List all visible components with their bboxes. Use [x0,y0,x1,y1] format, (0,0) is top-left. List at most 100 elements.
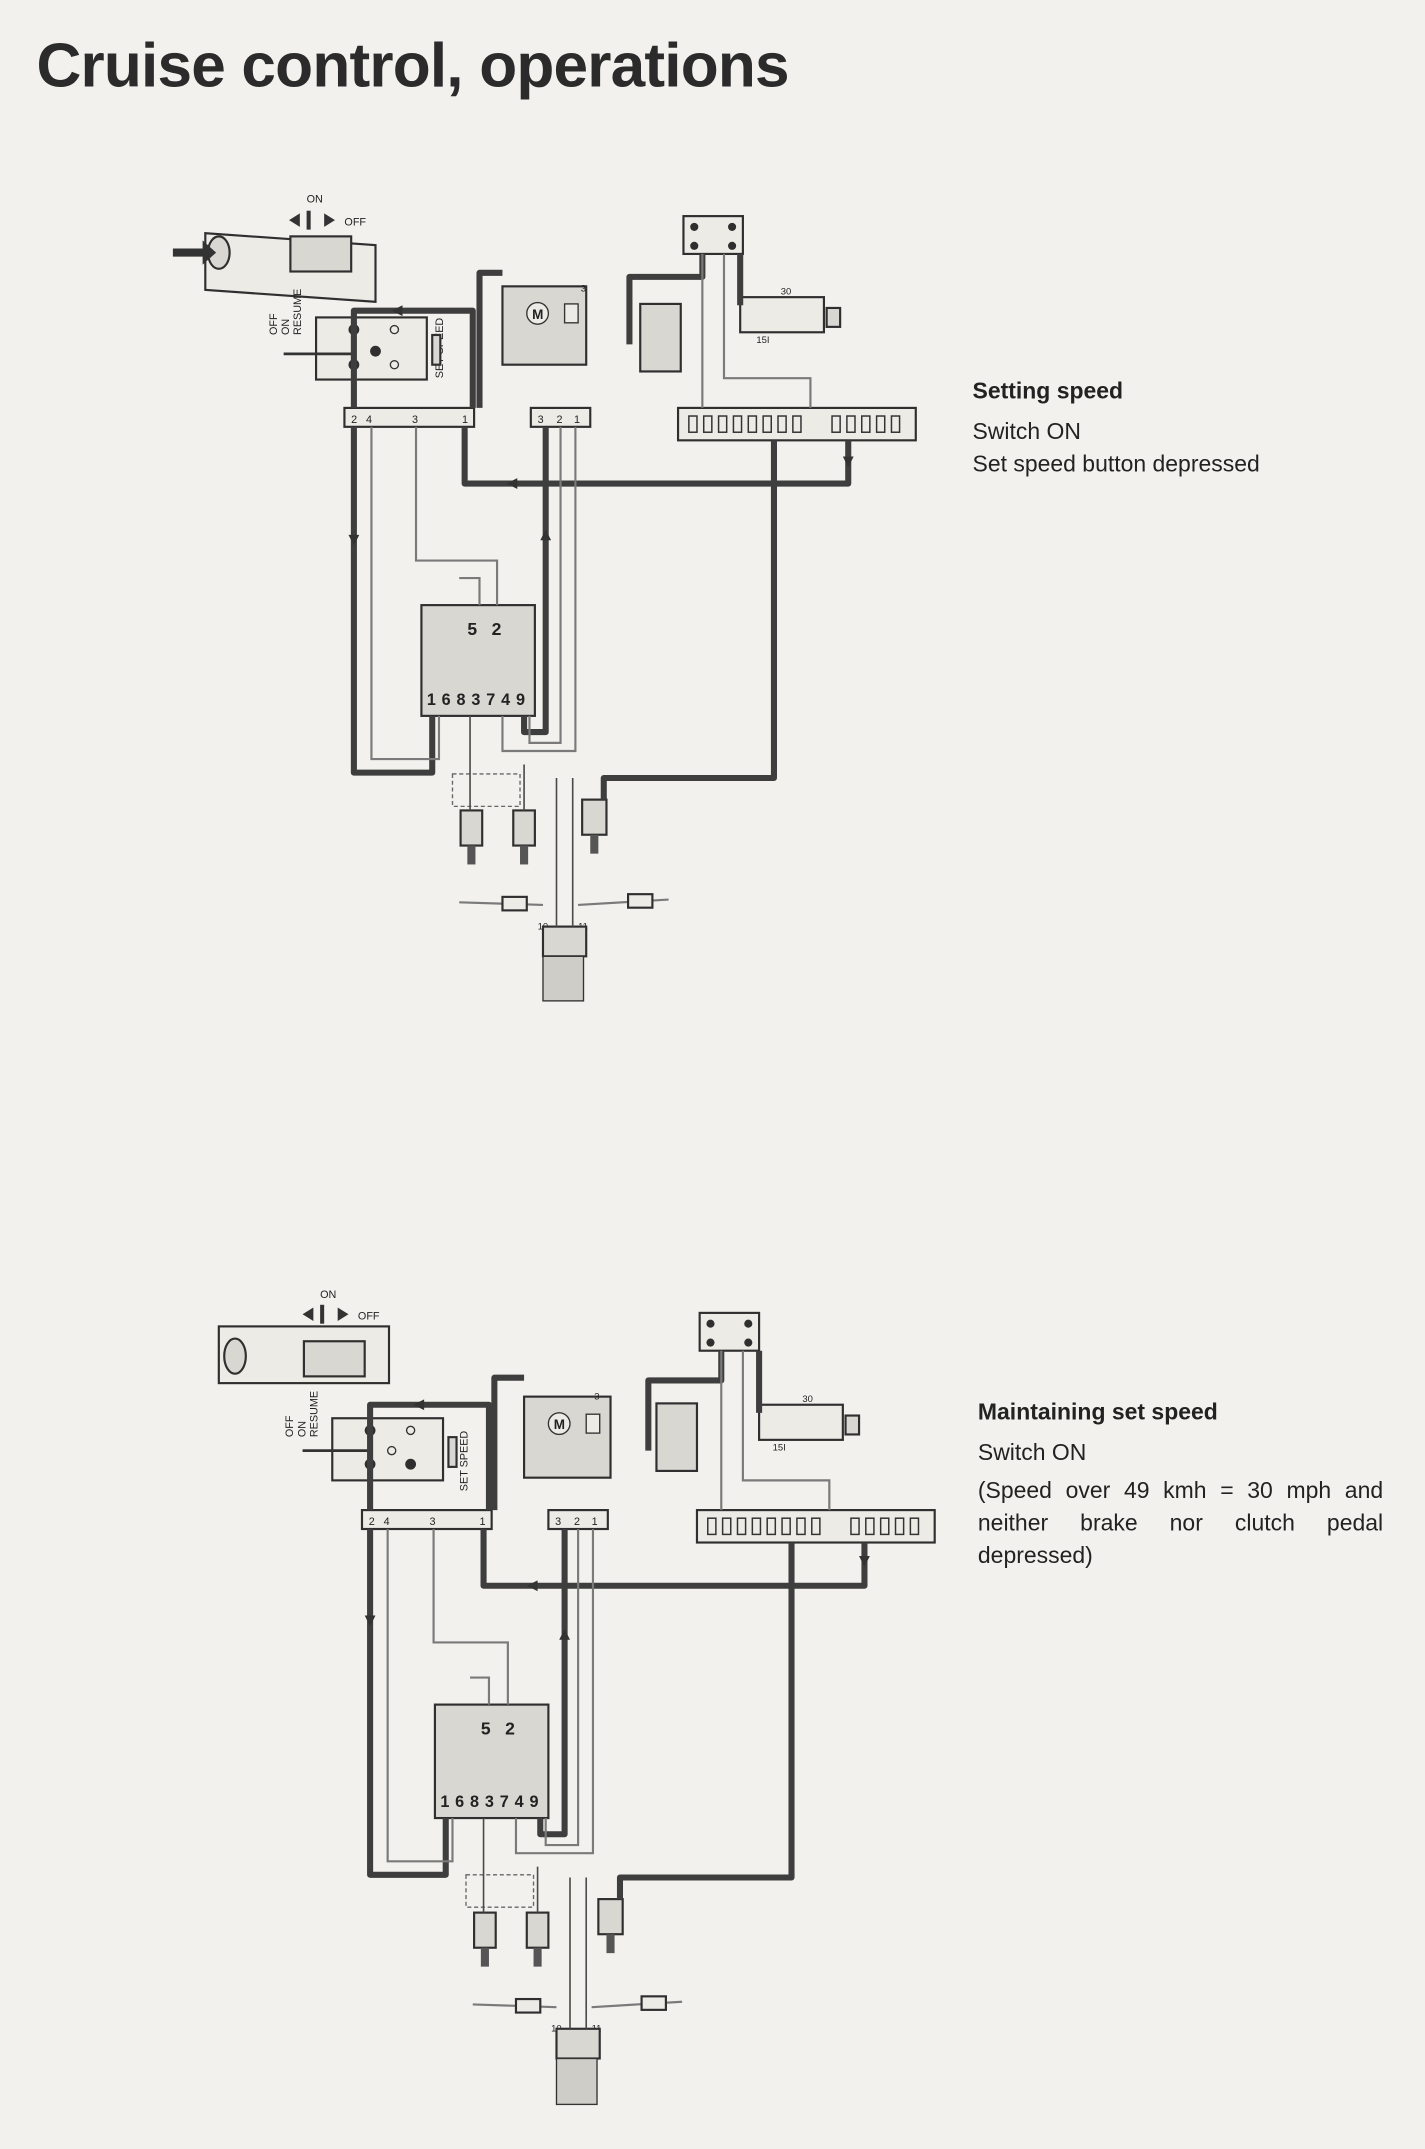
flow-arrow-icon [506,478,518,489]
switch-off-label: OFF [284,1415,296,1437]
connector-mid-pin: 1 [592,1516,598,1528]
wiring-diagram-svg: ON OFF OFF ON RESUME SET SPEED M [217,1289,936,2106]
arrow-right-icon [337,1307,349,1321]
pedal-switches [465,1874,624,1967]
relay-unit: 30 15I [655,1311,861,1473]
arrow-left-icon [302,1307,314,1321]
arrows [348,305,854,546]
caption-line: Set speed button depressed [972,451,1260,477]
caption-line: Switch ON [977,1439,1087,1466]
connector-mid-pin: 1 [574,414,580,426]
wiring-diagram-maintaining-speed: ON OFF OFF ON RESUME SET SPEED M [14,1275,1041,2139]
relay-pin-30: 30 [802,1394,813,1405]
control-unit-bottom-pin: 8 [457,691,466,709]
caption-heading: Setting speed [972,378,1124,404]
control-unit-bottom-pin: 4 [501,691,510,709]
control-unit-bottom-pin: 9 [529,1793,538,1811]
flow-arrow-icon [540,529,552,541]
switch-off-label: OFF [268,313,280,335]
vacuum-pump: M 3 [501,284,588,366]
connector-left: 2 4 3 1 [360,1509,493,1531]
relay-pin-30: 30 [781,286,792,297]
wiring [350,253,852,927]
speed-sensor: 10 11 [459,893,669,1002]
lever-off-label: OFF [344,217,366,229]
flow-arrow-icon [364,1615,376,1627]
relay-unit: 30 15I [639,215,842,373]
stalk-switch: ON OFF [217,1289,391,1385]
vacuum-pump: M 3 [522,1391,612,1479]
control-unit-bottom-pin: 6 [442,691,451,709]
stalk-switch: ON OFF [172,194,377,303]
fuse-box [695,1509,936,1544]
connector-left-pin: 3 [430,1516,436,1528]
caption-setting-speed: Setting speed Switch ON Set speed button… [973,375,1260,480]
flow-arrow-icon [348,534,360,546]
arrows [364,1399,870,1640]
control-unit: 5 2 1 6 8 3 7 4 9 [433,1703,550,1820]
caption-line: Switch ON [972,418,1081,445]
relay-pin-15: 15I [773,1443,786,1454]
connector-left-pin: 3 [412,414,418,426]
arrow-left-icon [289,213,300,227]
connector-mid: 3 2 1 [529,406,592,428]
push-arrow-icon [172,240,217,265]
set-speed-label: SET SPEED [458,1431,470,1492]
wiring [367,1350,868,2029]
control-unit-bottom-pin: 7 [500,1793,509,1811]
connector-left-pin: 1 [462,414,468,426]
flow-arrow-icon [842,456,854,468]
fuse-box [676,406,917,442]
wiring-diagram-svg: ON OFF OFF ON RESUME SET SPEED M [172,194,917,1002]
caption-maintaining-speed: Maintaining set speed Switch ON (Speed o… [978,1397,1383,1573]
arrow-right-icon [324,213,335,227]
control-unit-top-pin: 5 [481,1718,491,1738]
switch-resume-label: RESUME [308,1391,320,1437]
caption-heading: Maintaining set speed [977,1399,1218,1425]
switch-on-label: ON [280,319,292,335]
lever-off-label: OFF [358,1311,380,1323]
control-unit-bottom-pin: 9 [516,691,525,709]
control-unit-bottom-pin: 3 [471,691,480,709]
connector-mid-pin: 3 [538,414,544,426]
flow-arrow-icon [859,1556,870,1567]
control-unit-bottom-pin: 3 [485,1793,494,1811]
flow-arrow-icon [526,1580,538,1592]
caption-note: (Speed over 49 kmh = 30 mph and neither … [977,1477,1384,1569]
connector-left-pin: 4 [384,1516,390,1528]
svg-text:3: 3 [594,1391,599,1402]
control-unit-bottom-pin: 1 [427,691,436,709]
control-unit-bottom-pin: 6 [455,1793,464,1811]
mode-switch: OFF ON RESUME SET SPEED [268,289,446,381]
switch-resume-label: RESUME [292,289,304,335]
control-unit-bottom-pin: 1 [440,1793,449,1811]
connector-mid: 3 2 1 [547,1509,609,1531]
connector-left: 2 4 3 1 [343,406,476,428]
connector-mid-pin: 2 [574,1516,580,1528]
svg-text:M: M [532,307,543,322]
page-title: Cruise control, operations [36,29,789,100]
connector-left-pin: 1 [480,1516,486,1528]
svg-text:M: M [554,1417,565,1432]
connector-mid-pin: 2 [556,414,562,426]
control-unit-top-pin: 2 [505,1718,515,1738]
relay-pin-15: 15I [756,335,769,346]
speed-sensor: 10 11 [472,1995,683,2106]
flow-arrow-icon [413,1399,425,1411]
pedal-switches [451,773,608,865]
svg-text:3: 3 [581,284,586,295]
connector-mid-pin: 3 [555,1516,561,1528]
control-unit-bottom-pin: 4 [515,1793,524,1811]
control-unit-bottom-pin: 7 [486,691,495,709]
control-unit-bottom-pin: 8 [470,1793,479,1811]
lever-on-label: ON [307,194,323,206]
lever-on-label: ON [320,1289,336,1301]
wiring-diagram-setting-speed: ON OFF OFF ON RESUME SET SPEED M [0,176,1027,1040]
flow-arrow-icon [559,1628,570,1640]
control-unit: 5 2 1 6 8 3 7 4 9 [420,604,536,717]
flow-arrow-icon [391,305,403,317]
connector-left-pin: 2 [369,1516,375,1528]
connector-left-pin: 2 [351,414,357,426]
control-unit-top-pin: 2 [492,619,502,639]
